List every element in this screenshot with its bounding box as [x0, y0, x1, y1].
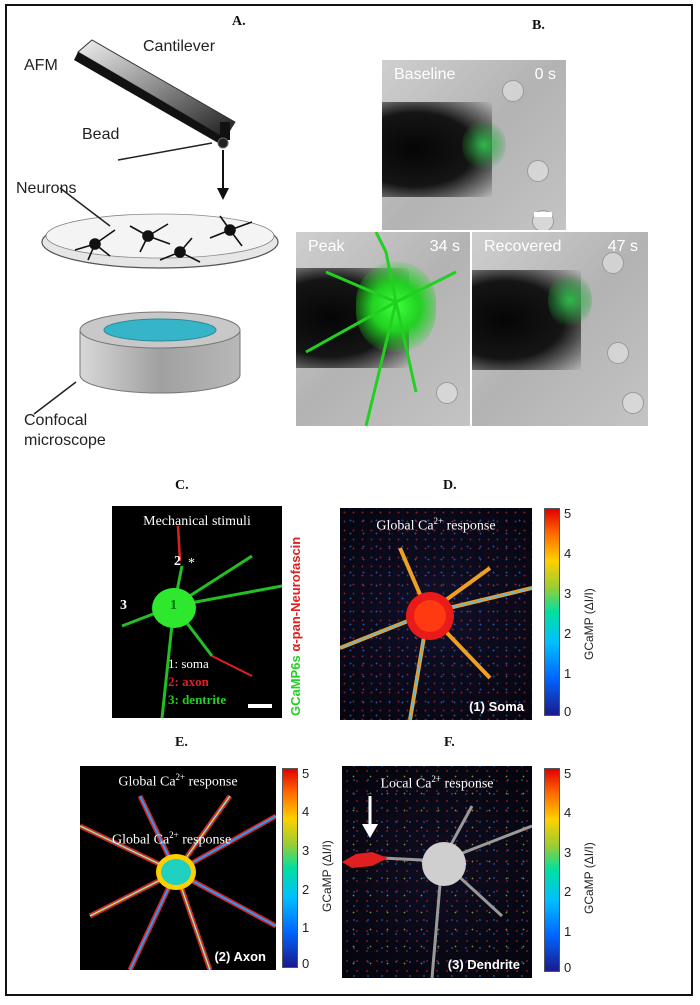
panel-d-title: Global Ca2+ response	[376, 516, 496, 534]
recovered-image: Recovered 47 s	[472, 232, 648, 426]
panel-e-title: Global Ca2+ response	[118, 772, 238, 790]
star-marker: *	[188, 556, 195, 571]
baseline-scale-bar	[534, 212, 552, 217]
panel-d-ticks: 5 4 3 2 1 0	[564, 506, 572, 719]
baseline-image: Baseline 0 s	[382, 60, 566, 230]
peak-title: Peak	[308, 238, 345, 255]
recovered-title: Recovered	[484, 238, 562, 255]
cantilever-label: Cantilever	[143, 38, 216, 55]
panel-c-image: Mechanical stimuli 2 * 3 1 1: soma 2: ax…	[112, 506, 282, 718]
panel-d-label: D.	[443, 478, 457, 493]
panel-d-corner: (1) Soma	[469, 699, 524, 714]
panel-e-ticks: 5 4 3 2 1 0	[302, 766, 310, 971]
neurons-shape	[74, 215, 253, 263]
panel-f-ticks: 5 4 3 2 1 0	[564, 766, 572, 975]
confocal-label-line1: Confocal	[24, 412, 88, 429]
panel-f-image: Local Ca2+ response (3) Dendrite	[342, 766, 532, 978]
label-1: 1	[170, 598, 177, 613]
panel-f-colorbar	[544, 768, 560, 972]
panel-b-label: B.	[532, 18, 545, 33]
confocal-label-line2: microscope	[24, 432, 106, 449]
panel-f-colorbar-label: GCaMP (ΔI/I)	[582, 842, 596, 914]
panel-f-corner: (3) Dendrite	[447, 957, 520, 972]
legend-dentrite: 3: dentrite	[168, 692, 227, 707]
figure-frame	[5, 4, 693, 996]
peak-image: Peak 34 s	[296, 232, 470, 426]
panel-e-label: E.	[175, 735, 188, 750]
panel-c-side-label: GCaMP6s α-pan-Neurofascin	[288, 537, 303, 716]
legend-axon: 2: axon	[168, 674, 209, 689]
panel-d-image: Global Ca2+ response (1) Soma	[340, 508, 532, 720]
baseline-title: Baseline	[394, 66, 456, 83]
bead-shape	[217, 137, 229, 149]
panel-c-label: C.	[175, 478, 189, 493]
panel-a-schematic	[33, 39, 279, 415]
label-2: 2	[174, 554, 181, 569]
panel-f-label: F.	[444, 735, 455, 750]
panel-c-title: Mechanical stimuli	[143, 514, 251, 529]
bead-label: Bead	[82, 126, 120, 143]
panel-d-colorbar-label: GCaMP (ΔI/I)	[582, 588, 596, 660]
side-label-green: GCaMP6s	[288, 655, 303, 716]
recovered-time: 47 s	[607, 238, 638, 255]
afm-label: AFM	[24, 57, 58, 74]
panel-c-scale-bar	[248, 704, 272, 708]
panel-e-colorbar	[282, 768, 298, 968]
neurons-label: Neurons	[16, 180, 77, 197]
legend-soma: 1: soma	[168, 656, 209, 671]
panel-e-title-overlay: Global Ca2+ response	[112, 830, 232, 848]
side-label-red: α-pan-Neurofascin	[288, 536, 303, 652]
peak-time: 34 s	[429, 238, 460, 255]
panel-e-image: Global Ca2+ response Global Ca2+ respons…	[80, 766, 276, 970]
label-3: 3	[120, 598, 127, 613]
panel-e-corner: (2) Axon	[214, 949, 266, 964]
baseline-time: 0 s	[534, 66, 556, 83]
panel-a-label: A.	[232, 14, 246, 29]
panel-d-colorbar	[544, 508, 560, 716]
panel-e-colorbar-label: GCaMP (ΔI/I)	[320, 840, 334, 912]
panel-f-title: Local Ca2+ response	[380, 774, 494, 792]
